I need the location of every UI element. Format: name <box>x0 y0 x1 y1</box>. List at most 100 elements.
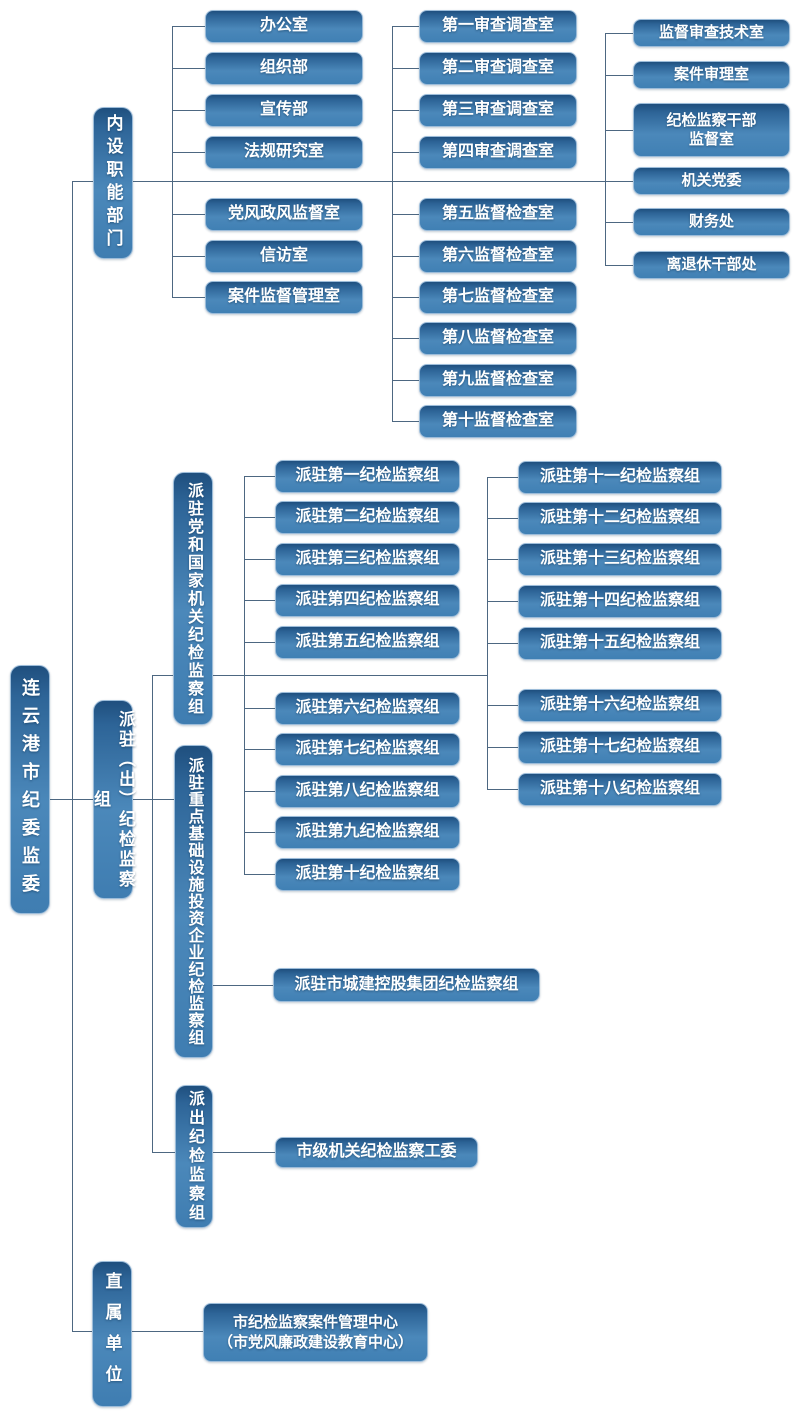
org-node: 派驻第一纪检监察组 <box>275 460 460 493</box>
connector-line <box>392 68 419 69</box>
connector-line <box>172 214 205 215</box>
connector-line <box>487 477 488 789</box>
connector-line <box>392 421 419 422</box>
connector-line <box>244 749 275 750</box>
group-dispatch-out: 派出纪检监察组 <box>175 1085 213 1228</box>
org-node: 第八监督检查室 <box>419 322 577 355</box>
connector-line <box>605 130 633 131</box>
connector-line <box>605 33 606 265</box>
org-node: 派驻第十八纪检监察组 <box>518 773 722 806</box>
branch-dispatched-groups: 派驻（出）纪检监察组 <box>91 700 135 899</box>
connector-line <box>213 1152 275 1153</box>
connector-line <box>605 181 633 182</box>
connector-line <box>392 26 419 27</box>
connector-line <box>392 256 419 257</box>
org-node: 派驻第十一纪检监察组 <box>518 461 722 494</box>
group-state-organs: 派驻党和国家机关纪检监察组 <box>173 472 213 725</box>
connector-line <box>244 708 275 709</box>
connector-line <box>132 799 174 800</box>
org-node: 离退休干部处 <box>633 251 790 279</box>
org-node: 第四审查调查室 <box>419 136 577 169</box>
connector-line <box>244 642 275 643</box>
org-node: 派驻第十二纪检监察组 <box>518 502 722 535</box>
org-node: 案件监督管理室 <box>205 281 363 314</box>
connector-line <box>132 1331 203 1332</box>
connector-line <box>72 1331 92 1332</box>
org-node: 派驻第九纪检监察组 <box>275 816 460 849</box>
org-node: 第五监督检查室 <box>419 198 577 231</box>
org-node: 第一审查调查室 <box>419 10 577 43</box>
org-node: 派驻第四纪检监察组 <box>275 584 460 617</box>
connector-line <box>172 110 205 111</box>
connector-line <box>244 559 275 560</box>
connector-line <box>487 747 518 748</box>
connector-line <box>392 26 393 421</box>
org-node: 派驻第十四纪检监察组 <box>518 585 722 618</box>
org-node: 法规研究室 <box>205 136 363 169</box>
connector-line <box>152 675 487 676</box>
org-node: 派驻第三纪检监察组 <box>275 543 460 576</box>
connector-line <box>172 152 205 153</box>
connector-line <box>244 832 275 833</box>
branch-internal-departments: 内设职能部门 <box>93 107 133 259</box>
connector-line <box>392 338 419 339</box>
connector-line <box>487 643 518 644</box>
org-node: 机关党委 <box>633 167 790 195</box>
org-node: 宣传部 <box>205 94 363 127</box>
org-node: 派驻第二纪检监察组 <box>275 501 460 534</box>
connector-line <box>244 600 275 601</box>
root-node: 连云港市纪委监委 <box>10 665 50 914</box>
branch-direct-units: 直属单位 <box>92 1261 132 1407</box>
connector-line <box>244 791 275 792</box>
org-node: 案件审理室 <box>633 61 790 89</box>
org-node: 监督审查技术室 <box>633 19 790 47</box>
connector-line <box>392 380 419 381</box>
org-node: 派驻第十六纪检监察组 <box>518 689 722 722</box>
connector-line <box>605 222 633 223</box>
org-node: 财务处 <box>633 208 790 236</box>
connector-line <box>244 874 275 875</box>
connector-line <box>132 181 605 182</box>
connector-line <box>487 477 518 478</box>
connector-line <box>487 789 518 790</box>
connector-line <box>172 26 173 297</box>
connector-line <box>72 181 73 1331</box>
org-node: 办公室 <box>205 10 363 43</box>
org-node: 派驻第五纪检监察组 <box>275 626 460 659</box>
org-node: 党风政风监督室 <box>205 198 363 231</box>
connector-line <box>152 675 153 1152</box>
connector-line <box>487 559 518 560</box>
connector-line <box>605 33 633 34</box>
org-node: 派驻市城建控股集团纪检监察组 <box>273 968 540 1002</box>
org-node: 市纪检监察案件管理中心 （市党风廉政建设教育中心） <box>203 1303 428 1362</box>
connector-line <box>392 152 419 153</box>
connector-line <box>392 110 419 111</box>
connector-line <box>392 214 419 215</box>
org-node: 纪检监察干部 监督室 <box>633 103 790 157</box>
connector-line <box>172 68 205 69</box>
connector-line <box>152 1152 175 1153</box>
org-node: 第二审查调查室 <box>419 52 577 85</box>
org-node: 派驻第十五纪检监察组 <box>518 627 722 660</box>
org-node: 信访室 <box>205 240 363 273</box>
connector-line <box>392 297 419 298</box>
connector-line <box>172 26 205 27</box>
org-node: 第六监督检查室 <box>419 240 577 273</box>
org-node: 派驻第十三纪检监察组 <box>518 543 722 576</box>
connector-line <box>72 181 93 182</box>
connector-line <box>244 476 245 874</box>
org-node: 派驻第七纪检监察组 <box>275 733 460 766</box>
org-node: 派驻第十七纪检监察组 <box>518 731 722 764</box>
connector-line <box>172 256 205 257</box>
org-node: 派驻第八纪检监察组 <box>275 775 460 808</box>
org-node: 派驻第十纪检监察组 <box>275 858 460 891</box>
connector-line <box>487 601 518 602</box>
connector-line <box>50 799 93 800</box>
org-node: 市级机关纪检监察工委 <box>275 1137 478 1168</box>
org-node: 第九监督检查室 <box>419 364 577 397</box>
connector-line <box>244 517 275 518</box>
connector-line <box>605 75 633 76</box>
connector-line <box>605 265 633 266</box>
org-node: 第十监督检查室 <box>419 405 577 438</box>
